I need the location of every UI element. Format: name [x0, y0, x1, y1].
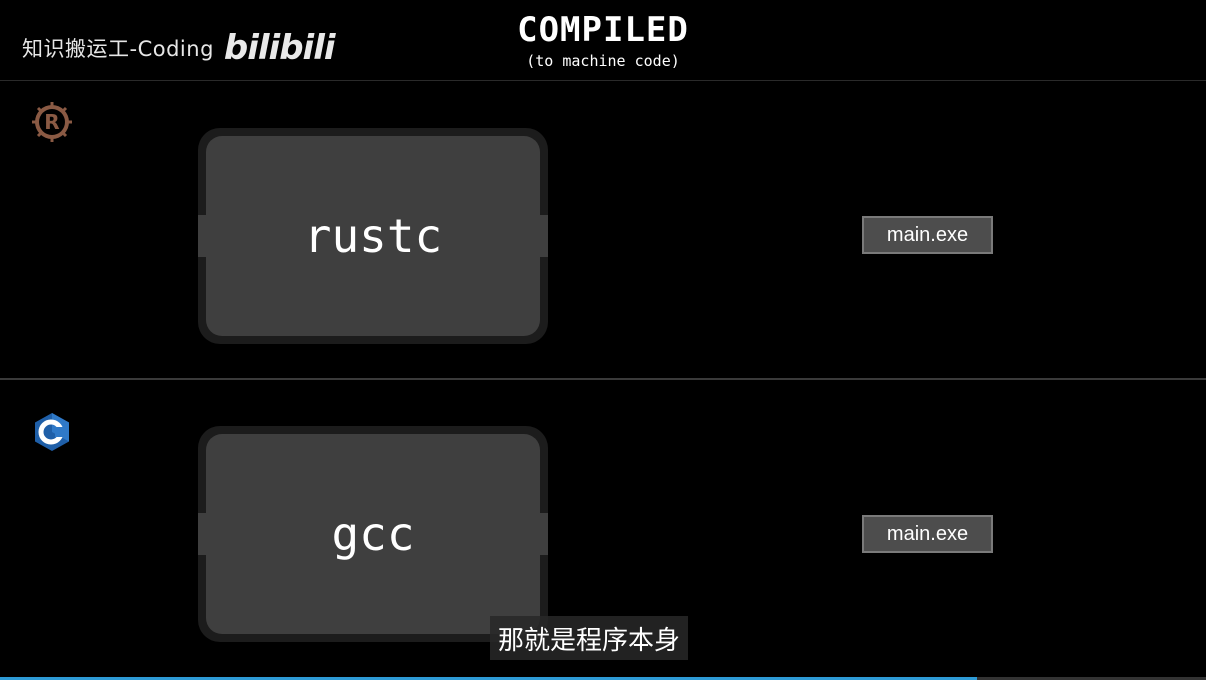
output-file-rust: main.exe — [862, 216, 993, 254]
compiler-box-inner: rustc — [206, 136, 540, 336]
cpp-logo-icon — [32, 412, 72, 452]
compiler-box-inner: gcc — [206, 434, 540, 634]
compiler-box-gcc: gcc — [198, 426, 548, 642]
compiler-label-gcc: gcc — [331, 507, 415, 561]
compiler-input-port — [198, 215, 206, 257]
header-divider — [0, 80, 1206, 81]
bilibili-logo: bilibili — [223, 28, 336, 68]
video-progress-bar[interactable] — [0, 677, 1206, 680]
compiler-box-rustc: rustc — [198, 128, 548, 344]
slide-title: COMPILED (to machine code) — [0, 10, 1206, 70]
compiler-output-port — [540, 215, 548, 257]
watermark-text: 知识搬运工-Coding — [22, 37, 214, 61]
row-divider — [0, 378, 1206, 380]
compiler-input-port — [198, 513, 206, 555]
compiler-label-rustc: rustc — [303, 209, 443, 263]
video-subtitle: 那就是程序本身 — [490, 616, 689, 660]
rust-logo-icon: R — [32, 102, 72, 142]
svg-text:R: R — [44, 110, 59, 134]
output-file-cpp: main.exe — [862, 515, 993, 553]
title-subtitle: (to machine code) — [526, 52, 680, 70]
compiler-output-port — [540, 513, 548, 555]
video-progress-fill — [0, 677, 977, 680]
title-main: COMPILED — [517, 10, 689, 50]
channel-watermark: 知识搬运工-Coding bilibili — [22, 28, 336, 68]
